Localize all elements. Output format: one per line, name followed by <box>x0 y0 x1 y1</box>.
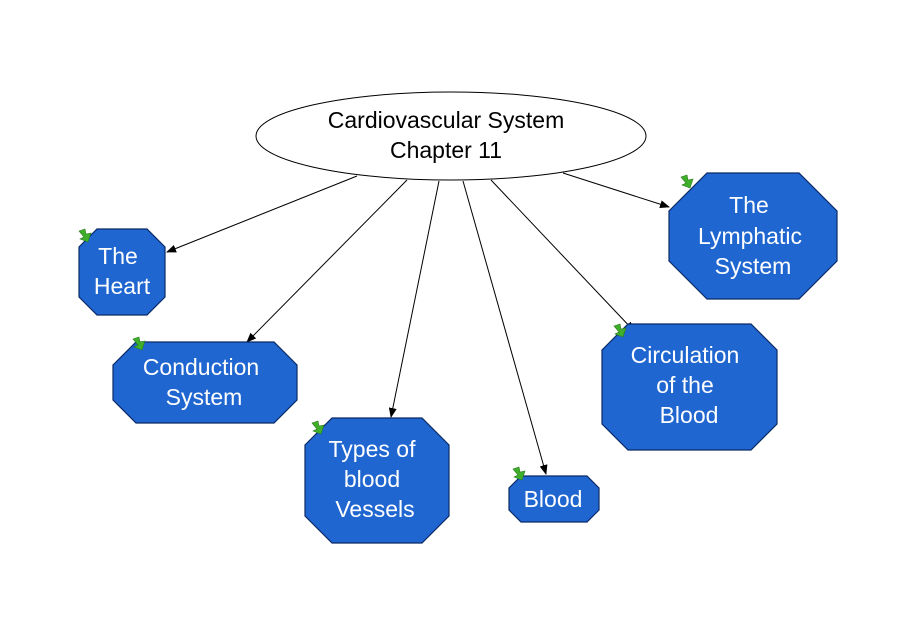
node-label-line: The <box>729 192 769 218</box>
node-label-line: Blood <box>524 486 583 512</box>
node-shape[interactable] <box>304 417 450 544</box>
node-label-line: System <box>715 253 792 279</box>
edges <box>166 172 670 475</box>
node-the-heart[interactable]: The Heart <box>78 228 166 316</box>
node-label-line: The <box>98 243 138 269</box>
root-node: Cardiovascular System Chapter 11 <box>255 91 647 181</box>
node-blood[interactable]: Blood <box>508 466 600 523</box>
node-label-line: Circulation <box>631 342 740 368</box>
node-shape[interactable] <box>78 228 166 316</box>
node-label-line: of the <box>656 372 714 398</box>
node-label-line: Vessels <box>335 496 414 522</box>
node-shape[interactable] <box>508 475 600 523</box>
node-shape[interactable] <box>112 341 298 424</box>
node-shape[interactable] <box>668 172 838 300</box>
node-conduction-system[interactable]: Conduction System <box>112 336 298 424</box>
node-label-line: blood <box>344 466 400 492</box>
node-circulation-of-the-blood[interactable]: Circulation of the Blood <box>601 323 778 451</box>
edge-blood <box>462 180 548 475</box>
node-the-lymphatic-system[interactable]: The Lymphatic System <box>668 172 838 300</box>
node-label-line: Blood <box>660 402 719 428</box>
edge-heart <box>166 175 358 253</box>
edge-vessels <box>388 180 440 418</box>
node-label-line: Conduction <box>143 354 259 380</box>
link-arrow-icon[interactable] <box>680 174 694 189</box>
node-label-line: System <box>166 384 243 410</box>
root-subtitle: Chapter 11 <box>390 137 502 163</box>
root-title: Cardiovascular System <box>328 107 564 133</box>
node-types-of-blood-vessels[interactable]: Types of blood Vessels <box>304 417 450 544</box>
node-label-line: Types of <box>329 436 417 462</box>
edge-lymphatic <box>562 172 670 209</box>
edge-circulation <box>490 179 635 332</box>
root-ellipse <box>255 91 647 181</box>
node-shape[interactable] <box>601 323 778 451</box>
node-label-line: Lymphatic <box>698 223 802 249</box>
edge-conduction <box>246 179 408 343</box>
node-label-line: Heart <box>94 273 151 299</box>
